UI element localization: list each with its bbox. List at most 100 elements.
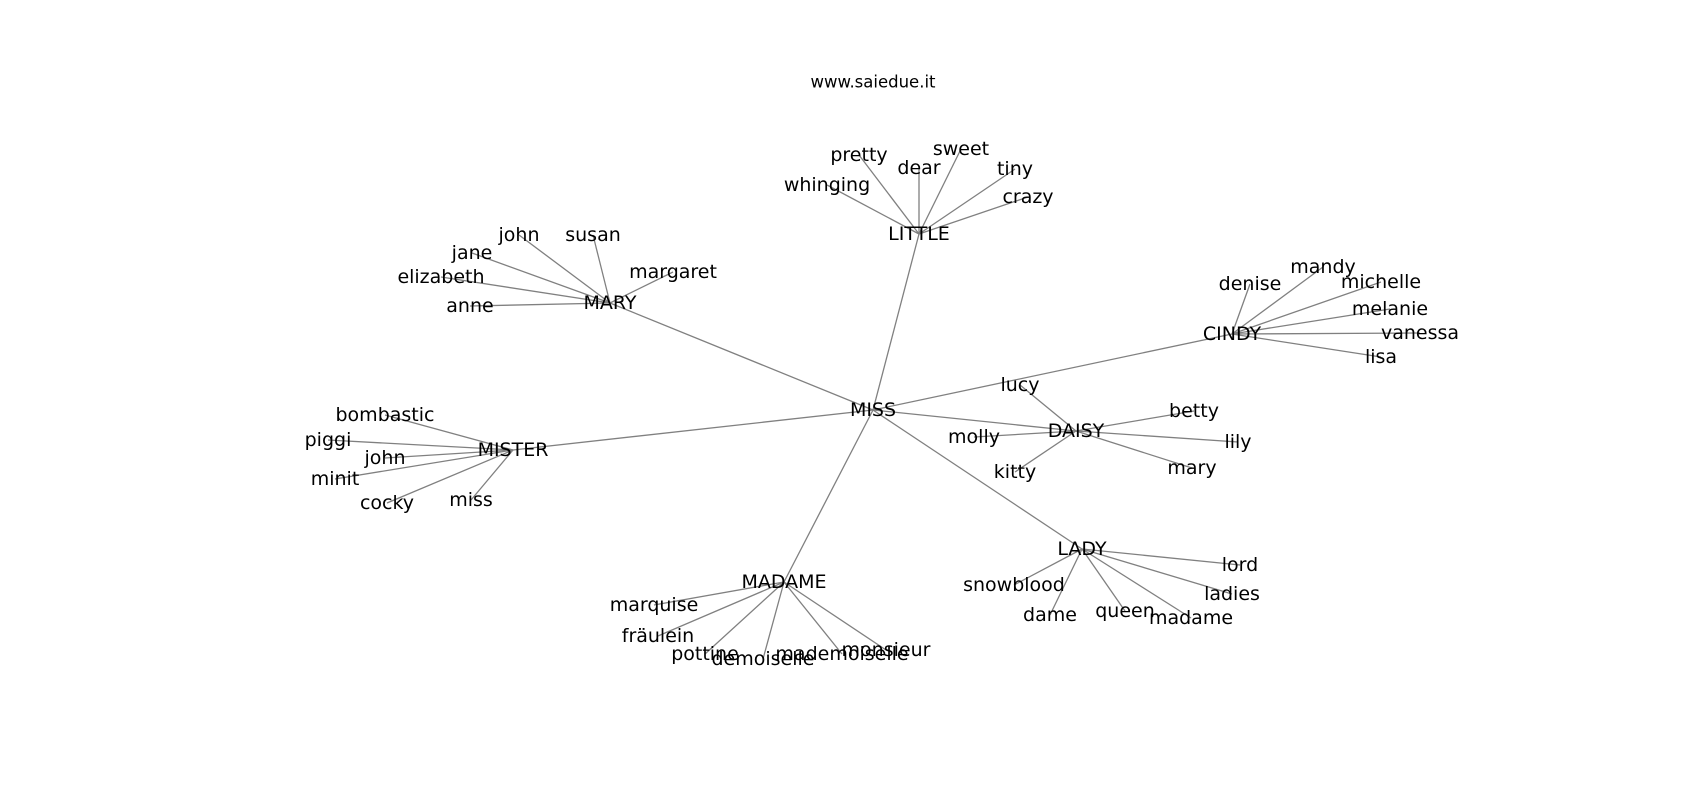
node-lady: LADY (1057, 538, 1107, 560)
edge-mister-miss (470, 449, 514, 501)
edge-miss-madame (783, 409, 874, 583)
node-dear: dear (897, 157, 940, 179)
node-molly: molly (948, 426, 1000, 448)
edge-little-crazy (918, 196, 1029, 235)
node-john_mister: john (364, 447, 406, 469)
node-cindy: CINDY (1203, 323, 1262, 345)
edge-cindy-michelle (1231, 281, 1382, 335)
node-minit: minit (311, 468, 360, 490)
node-piggi: piggi (305, 429, 352, 451)
edge-mister-john_mister (384, 449, 514, 459)
edge-mary-jane (471, 252, 611, 304)
node-mademoiselle: mademoiselle (775, 643, 908, 665)
node-melanie: melanie (1352, 298, 1428, 320)
node-demoiselle: demoiselle (712, 648, 815, 670)
edge-daisy-kitty (1014, 430, 1077, 473)
node-susan: susan (565, 224, 621, 246)
edge-lady-snowblood (1013, 548, 1083, 586)
node-fraulein: fräulein (622, 625, 694, 647)
node-mary: mary (1167, 457, 1216, 479)
node-john_mary: john (498, 224, 540, 246)
node-pretty: pretty (830, 144, 887, 166)
edge-mary-john_mary (518, 234, 611, 304)
edge-lady-dame (1049, 548, 1083, 616)
edge-little-tiny (918, 168, 1016, 235)
edge-little-pretty (858, 154, 920, 235)
node-miss: miss (449, 489, 493, 511)
node-mandy: mandy (1290, 256, 1356, 278)
node-queen: queen (1095, 600, 1155, 622)
edge-lady-ladies (1081, 548, 1233, 595)
edge-miss-cindy (872, 333, 1233, 411)
edge-mary-margaret (609, 271, 674, 304)
node-mister: MISTER (478, 439, 549, 461)
node-lucy: lucy (1000, 374, 1039, 396)
node-snowblood: snowblood (963, 574, 1065, 596)
node-marquise: marquise (610, 594, 699, 616)
edge-cindy-melanie (1231, 308, 1391, 335)
edge-cindy-lisa (1231, 333, 1382, 358)
node-jane: jane (451, 242, 493, 264)
node-michelle: michelle (1341, 271, 1421, 293)
edge-daisy-lucy (1019, 384, 1077, 432)
node-cocky: cocky (360, 492, 414, 514)
node-dame: dame (1023, 604, 1077, 626)
edge-little-whinging (826, 184, 920, 235)
edge-mary-elizabeth (440, 276, 611, 304)
edge-mary-susan (592, 234, 611, 304)
edge-mister-piggi (327, 439, 514, 451)
edge-miss-daisy (872, 409, 1077, 432)
edge-miss-little (872, 233, 920, 411)
edge-miss-mister (512, 409, 874, 451)
node-mary: MARY (584, 292, 637, 314)
node-sweet: sweet (933, 138, 989, 160)
node-daisy: DAISY (1048, 420, 1105, 442)
edge-lady-queen (1081, 548, 1126, 612)
edge-mary-anne (469, 302, 611, 307)
edge-madame-fraulein (657, 581, 785, 637)
node-margaret: margaret (629, 261, 717, 283)
edge-miss-lady (872, 409, 1083, 550)
node-whinging: whinging (784, 174, 870, 196)
node-vanessa: vanessa (1381, 322, 1459, 344)
edge-madame-pottine (704, 581, 785, 655)
node-crazy: crazy (1002, 186, 1053, 208)
edge-lady-lord (1081, 548, 1241, 566)
edge-mister-minit (334, 449, 514, 480)
edge-little-sweet (918, 148, 962, 235)
node-tiny: tiny (997, 158, 1033, 180)
node-madame: madame (1149, 607, 1233, 629)
node-little: LITTLE (888, 223, 950, 245)
node-lily: lily (1224, 431, 1251, 453)
edge-cindy-denise (1231, 283, 1251, 335)
node-betty: betty (1169, 400, 1219, 422)
edge-cindy-vanessa (1231, 332, 1421, 335)
node-layer: MISSLITTLEMARYCINDYMISTERDAISYLADYMADAME… (305, 138, 1459, 670)
diagram-title: www.saiedue.it (810, 73, 936, 92)
edge-madame-marquise (653, 581, 785, 606)
node-bombastic: bombastic (336, 404, 435, 426)
edge-cindy-mandy (1231, 266, 1324, 335)
edge-daisy-lily (1075, 430, 1239, 443)
edge-layer (327, 148, 1421, 660)
node-monsieur: monsieur (842, 639, 931, 661)
edge-miss-mary (609, 302, 874, 411)
edge-mister-bombastic (384, 414, 514, 451)
edge-daisy-mary (1075, 430, 1193, 469)
node-madame: MADAME (741, 571, 826, 593)
node-lisa: lisa (1365, 346, 1397, 368)
edge-madame-monsieur (783, 581, 887, 651)
node-pottine: pottine (671, 643, 739, 665)
edge-lady-madame (1081, 548, 1192, 619)
node-ladies: ladies (1204, 583, 1260, 605)
edge-madame-mademoiselle (783, 581, 843, 655)
edge-daisy-molly (973, 430, 1077, 438)
node-kitty: kitty (994, 461, 1036, 483)
edge-madame-demoiselle (762, 581, 785, 660)
node-anne: anne (446, 295, 493, 317)
edge-mister-cocky (386, 449, 514, 504)
edge-daisy-betty (1075, 410, 1195, 432)
node-denise: denise (1219, 273, 1282, 295)
